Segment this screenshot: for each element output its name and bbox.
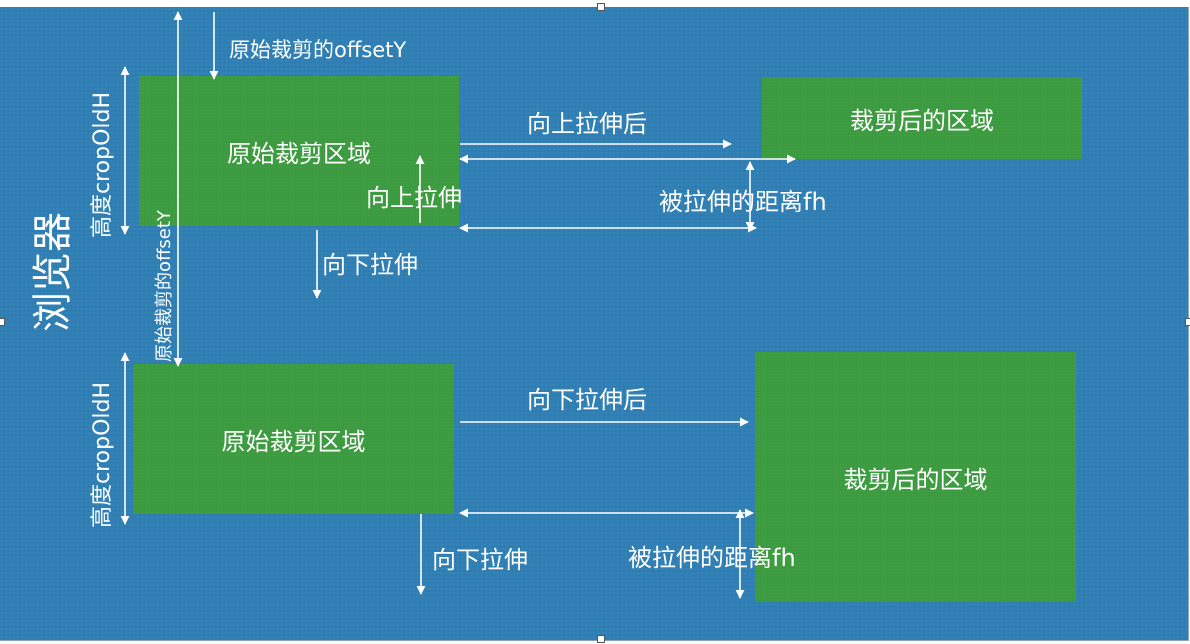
bottom-height-label: 高度cropOldH	[90, 381, 115, 528]
bottom-result-box: 裁剪后的区域	[755, 352, 1076, 602]
top-result-text: 裁剪后的区域	[850, 106, 994, 135]
bottom-distance-label: 被拉伸的距离fh	[628, 544, 796, 572]
top-result-box: 裁剪后的区域	[762, 77, 1082, 159]
top-original-crop-box: 原始裁剪区域	[139, 76, 459, 226]
selection-handle-top[interactable]	[597, 3, 605, 11]
bottom-original-crop-box: 原始裁剪区域	[133, 364, 454, 514]
bottom-original-crop-text: 原始裁剪区域	[221, 427, 366, 456]
top-stretch-up-label: 向上拉伸	[366, 184, 462, 212]
top-offset-label: 原始裁剪的offsetY	[229, 38, 407, 62]
top-stretch-down-label: 向下拉伸	[322, 251, 418, 279]
top-original-crop-text: 原始裁剪区域	[227, 139, 371, 168]
selection-handle-bottom[interactable]	[597, 635, 605, 643]
top-after-label: 向上拉伸后	[527, 110, 647, 138]
selection-handle-right[interactable]	[1185, 318, 1190, 326]
bottom-stretch-down-label: 向下拉伸	[432, 546, 528, 574]
selection-handle-left[interactable]	[0, 318, 5, 326]
top-distance-label: 被拉伸的距离fh	[659, 188, 827, 216]
bottom-offset-label: 原始裁剪的offsetY	[154, 210, 175, 362]
bottom-result-text: 裁剪后的区域	[843, 465, 988, 494]
bottom-after-label: 向下拉伸后	[527, 386, 647, 414]
top-height-label: 高度cropOldH	[90, 91, 115, 238]
